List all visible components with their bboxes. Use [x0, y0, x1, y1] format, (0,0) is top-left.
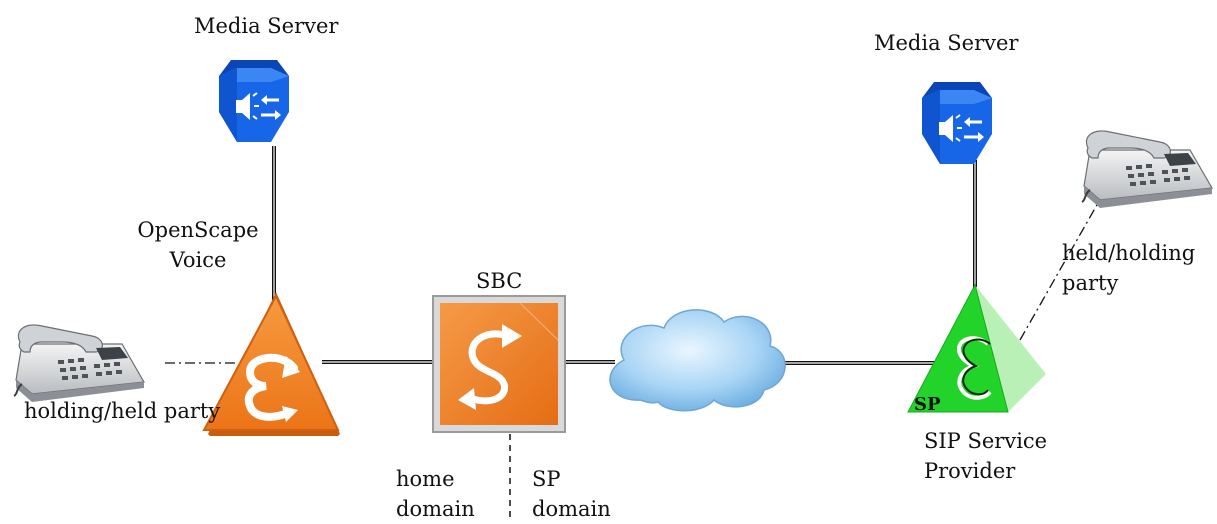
sip-service-provider-icon: [907, 283, 1046, 413]
home-domain-label-line2: domain: [396, 497, 475, 521]
sip-service-provider-label-line2: Provider: [924, 459, 1016, 483]
cloud-icon: [609, 309, 786, 412]
sip-service-provider-label-line1: SIP Service: [924, 429, 1048, 453]
sp-domain-label-line1: SP: [532, 467, 561, 491]
telephone-icon: [13, 323, 145, 403]
home-domain-label-line1: home: [396, 467, 455, 491]
sp-domain-label: SP domain: [532, 464, 611, 524]
sip-service-provider-label: SIP Service Provider: [924, 426, 1047, 486]
openscape-voice-label: OpenScape Voice: [136, 215, 260, 275]
media-server-label-right: Media Server: [874, 31, 1019, 55]
media-server-icon: [920, 80, 994, 166]
connection-lines: [165, 146, 1111, 518]
holding-held-party-label: holding/held party: [24, 399, 221, 423]
sp-domain-label-line2: domain: [532, 497, 611, 521]
telephone-icon: [1081, 129, 1213, 209]
held-holding-label-line2: party: [1062, 271, 1119, 295]
openscape-voice-label-line2: Voice: [169, 248, 227, 272]
home-domain-label: home domain: [396, 464, 475, 524]
openscape-voice-icon: [202, 292, 340, 436]
sbc-icon: [432, 295, 566, 433]
held-holding-party-label: held/holding party: [1062, 238, 1195, 298]
openscape-voice-label-line1: OpenScape: [137, 218, 259, 242]
media-server-label-left: Media Server: [194, 14, 339, 38]
held-holding-label-line1: held/holding: [1062, 241, 1196, 265]
sp-badge: SP: [914, 394, 941, 415]
media-server-icon: [217, 58, 291, 144]
sbc-label: SBC: [476, 269, 523, 293]
